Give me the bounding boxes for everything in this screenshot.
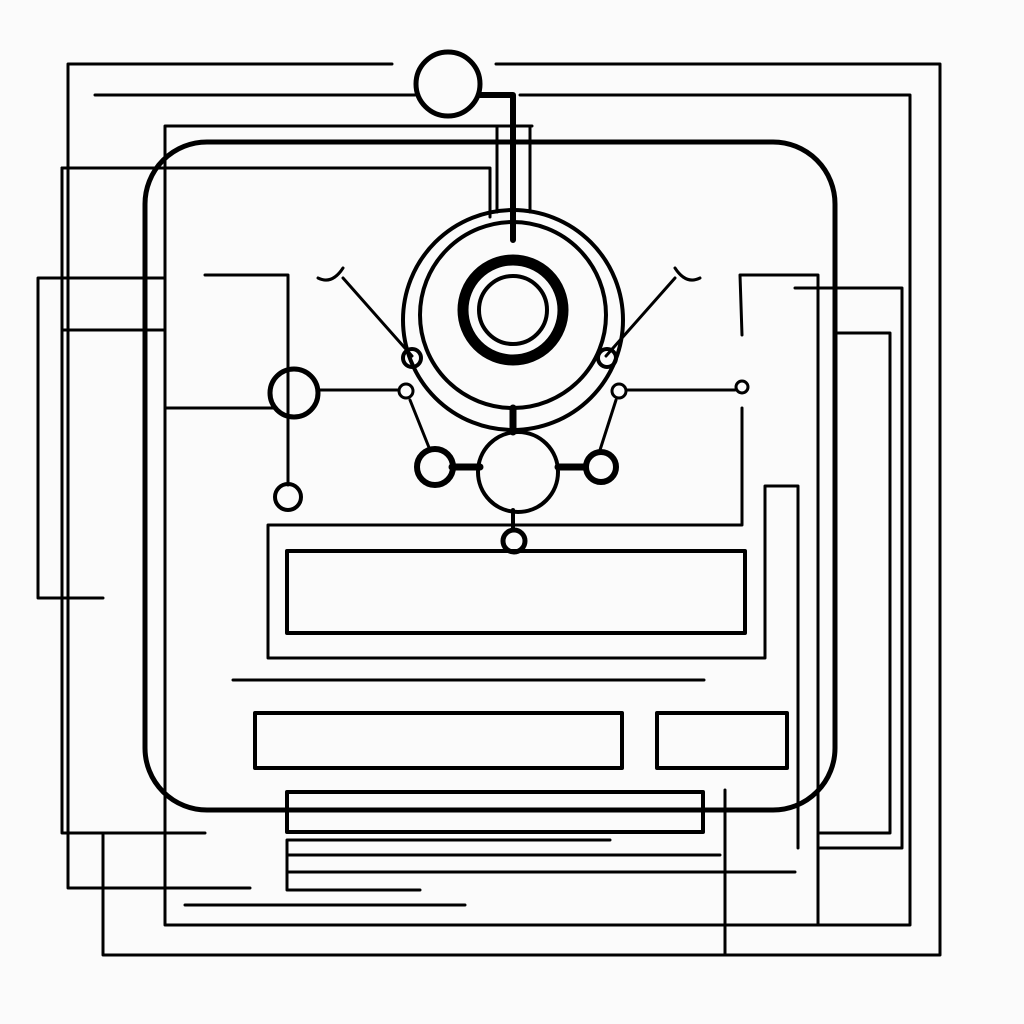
right-wiring xyxy=(266,273,820,850)
left-diagonal xyxy=(408,398,432,452)
right-mid-node xyxy=(610,382,628,400)
hub-node xyxy=(476,430,560,514)
hub-right-node xyxy=(583,449,619,485)
top-connector xyxy=(413,49,532,243)
right-upper-node xyxy=(596,347,618,369)
lens-assembly xyxy=(401,208,625,432)
outer-left-bracket xyxy=(66,62,394,890)
right-down-wire xyxy=(266,406,800,850)
node-network xyxy=(164,273,750,555)
left-long-rail xyxy=(60,166,207,835)
outer-frame-lines xyxy=(36,62,942,957)
left-lower-bar xyxy=(253,711,624,770)
right-diagonal xyxy=(598,398,618,452)
left-tab-outline xyxy=(36,276,167,600)
antenna-arms xyxy=(316,266,702,358)
hub-left-node xyxy=(414,446,456,488)
lens-middle-ring xyxy=(418,220,608,410)
top-node-circle xyxy=(413,49,483,119)
lens-core-ring xyxy=(457,254,569,366)
left-inner-hook xyxy=(60,166,492,219)
stripe-bracket xyxy=(285,838,612,892)
right-tab-outline xyxy=(793,286,904,850)
left-node-small xyxy=(273,482,303,512)
main-rounded-panel xyxy=(142,139,838,813)
top-pipe xyxy=(477,92,516,243)
left-upper-node xyxy=(401,347,423,369)
bottom-bar xyxy=(285,790,705,834)
right-bracket-wire xyxy=(738,273,820,807)
stripe-lines xyxy=(183,838,797,907)
display-bars xyxy=(231,549,789,957)
lens-inner-ring xyxy=(477,274,549,346)
right-lower-bar xyxy=(655,711,789,770)
right-antenna xyxy=(604,266,702,358)
left-antenna xyxy=(316,266,414,358)
right-inner-rail xyxy=(818,331,892,835)
hub-bottom-node xyxy=(500,527,528,555)
main-display-bar xyxy=(285,549,747,635)
right-end-node xyxy=(734,379,750,395)
top-right-inner-line xyxy=(163,93,912,927)
outer-right-frame xyxy=(101,62,942,957)
left-node-large xyxy=(267,366,321,420)
left-mid-node xyxy=(397,382,415,400)
